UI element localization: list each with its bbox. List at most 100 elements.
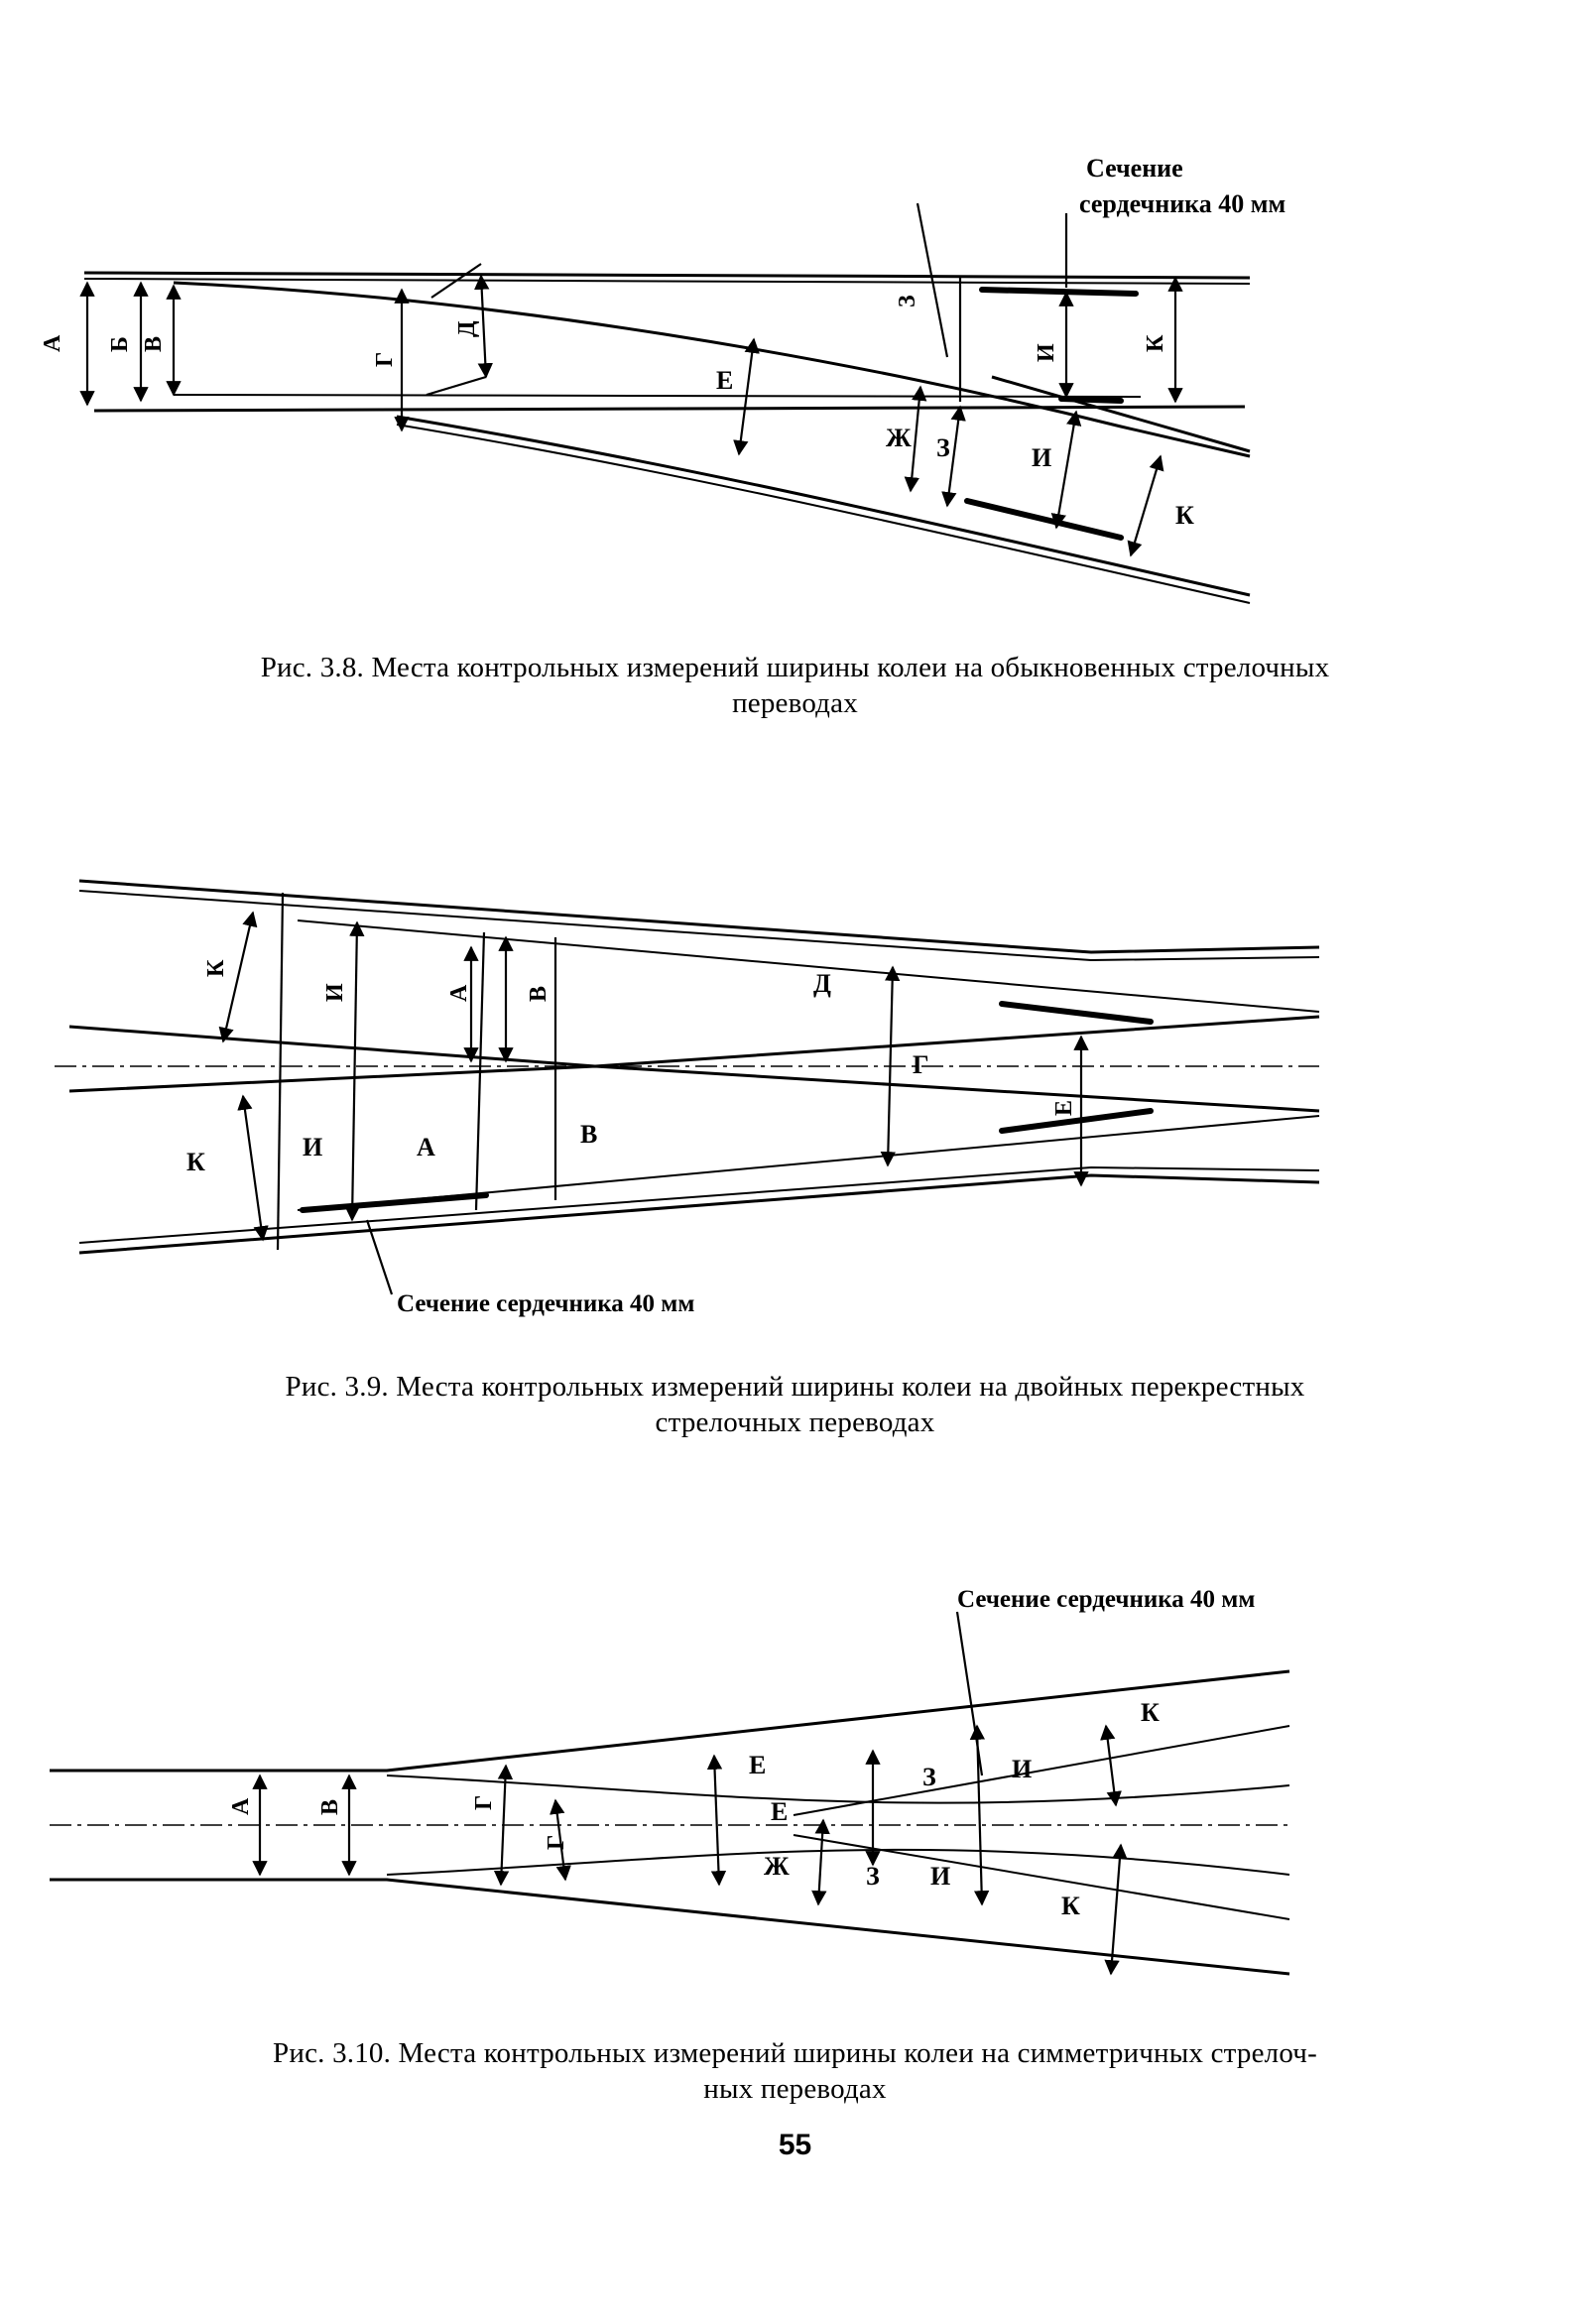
label-310-zh: Ж [764, 1852, 790, 1881]
caption-3-10-line1: Рис. 3.10. Места контрольных измерений ш… [273, 2037, 1317, 2069]
label-39-e: Е [1051, 1100, 1077, 1116]
guard-rail-mid [1058, 396, 1124, 404]
label-310-k: К [1141, 1698, 1160, 1727]
dim-z-top [916, 202, 962, 402]
frog-rail [991, 375, 1251, 453]
section-leader-39 [365, 1219, 394, 1295]
figure-3-9: К И А В Д Г Е К И А В Сечение сердечника… [0, 813, 1590, 1329]
label-e: Е [716, 366, 733, 395]
label-39-a: А [446, 984, 472, 1002]
label-z: З [936, 433, 950, 462]
caption-3-8-line1: Рис. 3.8. Места контрольных измерений ши… [260, 652, 1330, 683]
caption-3-8-line2: переводах [732, 687, 858, 719]
label-310-g: Г [471, 1795, 497, 1810]
dim-310-i [969, 1724, 990, 1906]
main-rail-bottom [93, 405, 1246, 413]
label-b: Б [107, 336, 133, 352]
label-39-v: В [526, 986, 551, 1002]
curved-rail-1 [173, 281, 1251, 458]
turnout-diagram-symmetric: А В Г Г Е Е Ж З З И И К К Сечение сердеч… [50, 1586, 1290, 1976]
label-310-e2: Е [771, 1797, 788, 1826]
dim-310-e [706, 1754, 727, 1887]
dim-39-d [880, 965, 901, 1167]
guard-39-1 [999, 1001, 1154, 1025]
figure-3-8: А Б В Г Д Е Ж З З И И К К Сечение сердеч… [0, 0, 1590, 635]
rail-310-bottom [50, 1878, 1290, 1976]
label-39-i2: И [303, 1133, 322, 1162]
dim-39-k2 [237, 1094, 269, 1242]
label-310-k2: К [1061, 1892, 1080, 1920]
label-k: К [1175, 501, 1194, 530]
section-label-310: Сечение сердечника 40 мм [957, 1586, 1255, 1613]
label-g: Г [372, 352, 398, 367]
guard-rail-top [979, 287, 1139, 297]
rail-39-cross-1 [68, 1015, 1320, 1068]
dim-z [941, 405, 966, 508]
label-k-top: К [1143, 334, 1168, 352]
dim-310-zh [811, 1818, 830, 1906]
label-39-a2: А [417, 1133, 435, 1162]
caption-3-9-line1: Рис. 3.9. Места контрольных измерений ши… [285, 1371, 1305, 1403]
label-d: Д [454, 320, 480, 337]
label-i: И [1032, 443, 1051, 472]
dim-310-g [493, 1764, 514, 1887]
dim-i [1050, 410, 1082, 530]
dim-d [473, 274, 494, 379]
rail-310-inner-1 [386, 1774, 1290, 1804]
guard-39-3 [300, 1192, 489, 1213]
label-310-a: А [228, 1797, 254, 1815]
label-v: В [141, 336, 167, 352]
caption-3-9-line2: стрелочных переводах [655, 1407, 935, 1438]
rail-310-inner-2 [386, 1848, 1290, 1876]
section-leader-310 [955, 1611, 984, 1776]
label-39-k: К [203, 959, 229, 977]
dim-39-k-frame [276, 892, 285, 1251]
label-310-z2: З [866, 1862, 880, 1891]
label-z-top: З [895, 295, 920, 307]
rail-39-diag-1 [297, 919, 1320, 1013]
dim-e [733, 337, 760, 456]
label-310-i2: И [930, 1862, 950, 1891]
section-label-38-line1: Сечение [1086, 154, 1183, 183]
label-310-e: Е [749, 1751, 766, 1779]
dim-310-k [1100, 1724, 1122, 1807]
dim-39-k [218, 911, 258, 1043]
section-label-39: Сечение сердечника 40 мм [397, 1290, 694, 1317]
dim-k [1127, 454, 1164, 557]
rail-39-cross-2 [68, 1064, 1320, 1113]
curved-rail-2-inner [396, 424, 1251, 604]
figure-3-10: А В Г Г Е Е Ж З З И И К К Сечение сердеч… [0, 1577, 1590, 1994]
dim-39-a-frame [474, 931, 486, 1211]
main-rail-top-inner [83, 278, 1251, 285]
turnout-diagram-ordinary: А Б В Г Д Е Ж З З И И К К Сечение сердеч… [40, 154, 1285, 604]
label-39-v2: В [580, 1120, 597, 1149]
dim-zh [904, 385, 927, 493]
label-39-g: Г [913, 1050, 929, 1079]
rail-39-bottom [78, 1173, 1320, 1255]
dim-310-k2 [1104, 1843, 1128, 1976]
rail-310-top [50, 1669, 1290, 1773]
page-number: 55 [778, 2129, 812, 2161]
dim-310-g2 [550, 1798, 571, 1882]
label-39-i: И [322, 983, 348, 1002]
main-rail-top [83, 271, 1251, 280]
rail-39-bottom-inner [78, 1165, 1320, 1244]
rail-39-top-inner [78, 890, 1320, 962]
label-310-v: В [317, 1799, 343, 1815]
guard-rail-bottom [964, 498, 1124, 541]
curved-rail-2 [396, 415, 1251, 597]
caption-3-9: Рис. 3.9. Места контрольных измерений ши… [0, 1369, 1590, 1440]
label-39-d: Д [813, 969, 831, 998]
caption-3-10-line2: ных переводах [703, 2073, 887, 2105]
turnout-diagram-double-crossover: К И А В Д Г Е К И А В Сечение сердечника… [55, 879, 1320, 1317]
label-310-i: И [1012, 1755, 1032, 1783]
dim-d-ticks [426, 263, 487, 397]
label-a: А [40, 334, 65, 352]
caption-3-8: Рис. 3.8. Места контрольных измерений ши… [0, 650, 1590, 721]
label-i-top: И [1034, 343, 1059, 362]
label-zh: Ж [886, 424, 912, 452]
label-39-k2: К [186, 1148, 205, 1176]
stock-rail-bottom [173, 394, 1142, 398]
dim-39-i [344, 920, 365, 1222]
caption-3-10: Рис. 3.10. Места контрольных измерений ш… [0, 2035, 1590, 2107]
